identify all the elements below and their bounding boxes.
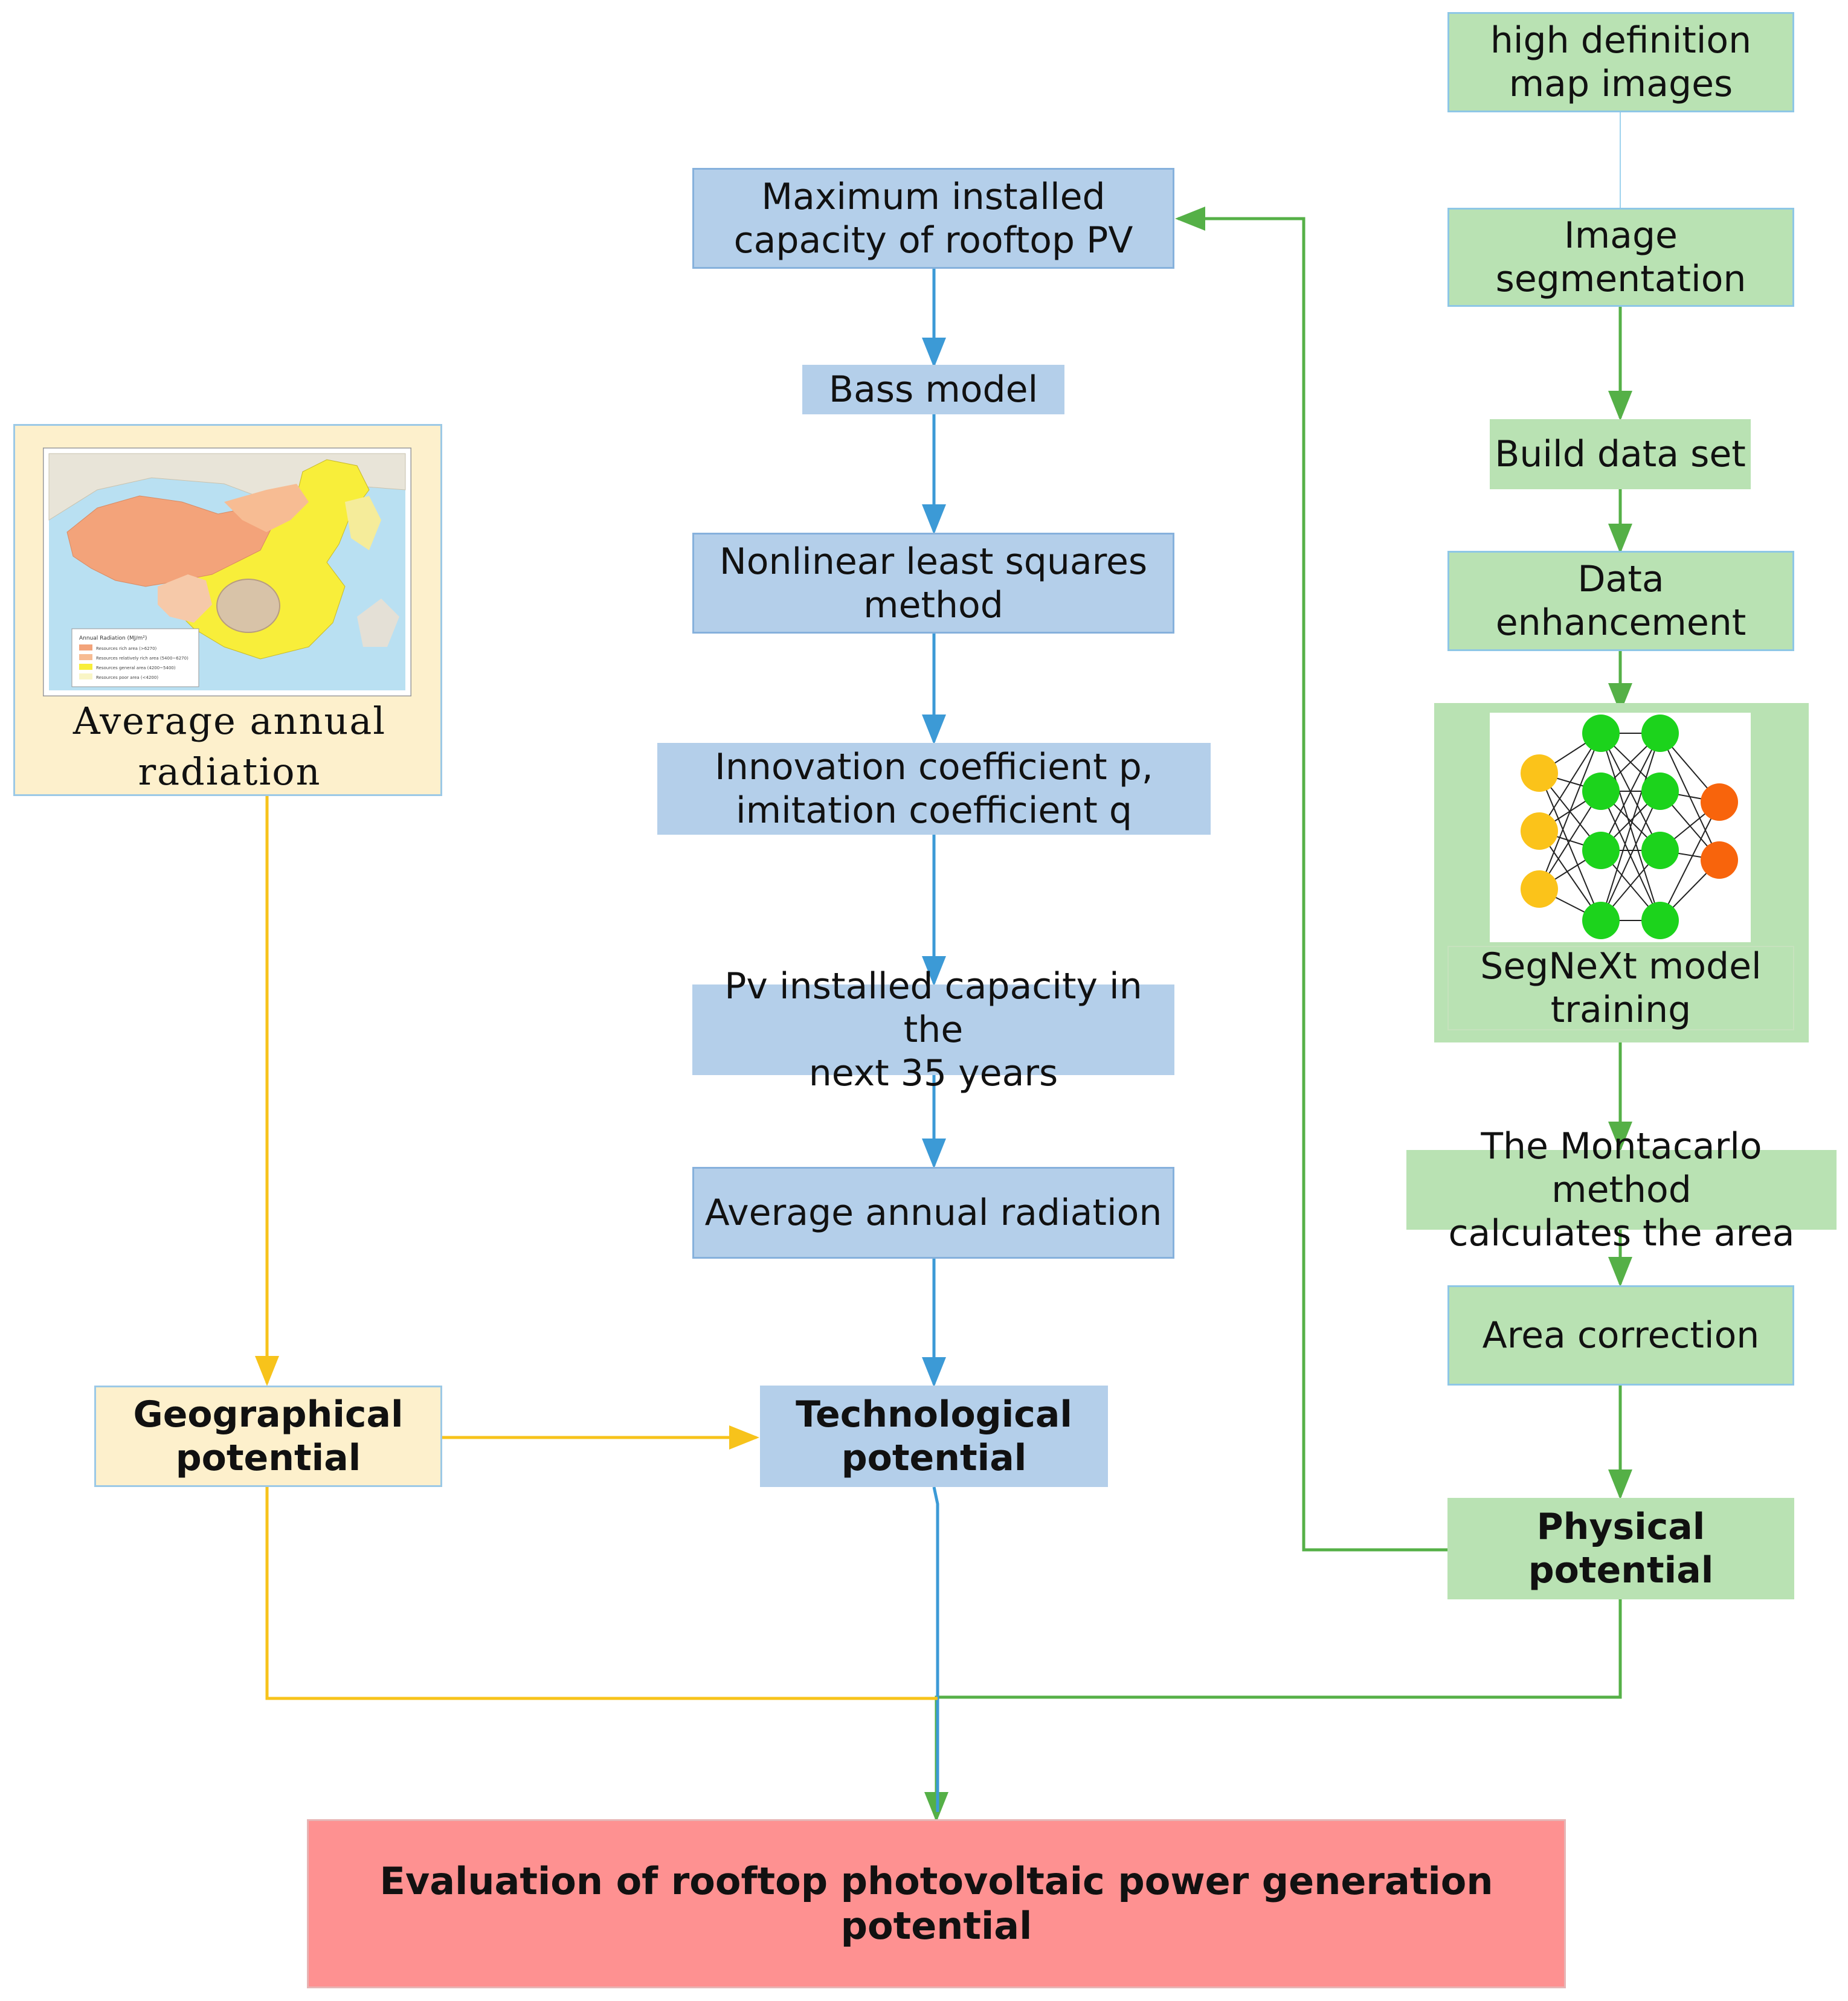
node-data-enhancement: Data enhancement [1447,551,1794,651]
radiation-map-caption: Average annual radiation [72,699,387,794]
edge-technological-to-evaluation [932,1486,939,1812]
node-montecarlo: The Montacarlo method calculates the are… [1406,1125,1837,1254]
map-legend-item: Resources general area (4200~5400) [96,666,176,670]
node-geographical-potential: Geographical potential [94,1386,442,1487]
node-max-installed-capacity: Maximum installed capacity of rooftop PV [692,168,1174,269]
map-legend-item: Resources rich area (>6270) [96,646,157,651]
node-hd-map-images: high definition map images [1447,12,1794,112]
node-average-annual-radiation: Average annual radiation [692,1167,1174,1259]
node-segnext-training: SegNeXt model training [1434,703,1809,1042]
node-pv-installed-capacity: Pv installed capacity in the next 35 yea… [692,965,1174,1094]
neural-network-icon [1490,713,1751,942]
map-legend-item: Resources poor area (<4200) [96,675,158,680]
map-legend-item: Resources relatively rich area (5400~627… [96,656,188,661]
node-image-segmentation: Image segmentation [1447,208,1794,307]
node-build-data-set: Build data set [1490,419,1751,489]
edge-physical-to-evaluation [924,1599,1622,1822]
edge-physical-to-maxcapacity [1175,207,1447,1552]
node-radiation-map: Annual Radiation (MJ/m²) Resources rich … [13,424,442,796]
node-evaluation: Evaluation of rooftop photovoltaic power… [307,1819,1566,1988]
edge-geographical-to-evaluation [265,1487,938,1700]
node-physical-potential: Physical potential [1447,1498,1794,1599]
node-technological-potential: Technological potential [760,1386,1108,1487]
node-coefficients: Innovation coefficient p, imitation coef… [657,743,1211,835]
segnext-label: SegNeXt model training [1447,945,1794,1031]
node-nonlinear-least-squares: Nonlinear least squares method [692,533,1174,634]
node-area-correction: Area correction [1447,1285,1794,1386]
china-radiation-map: Annual Radiation (MJ/m²) Resources rich … [43,448,411,696]
map-legend-title: Annual Radiation (MJ/m²) [79,635,147,641]
node-bass-model: Bass model [802,365,1064,414]
